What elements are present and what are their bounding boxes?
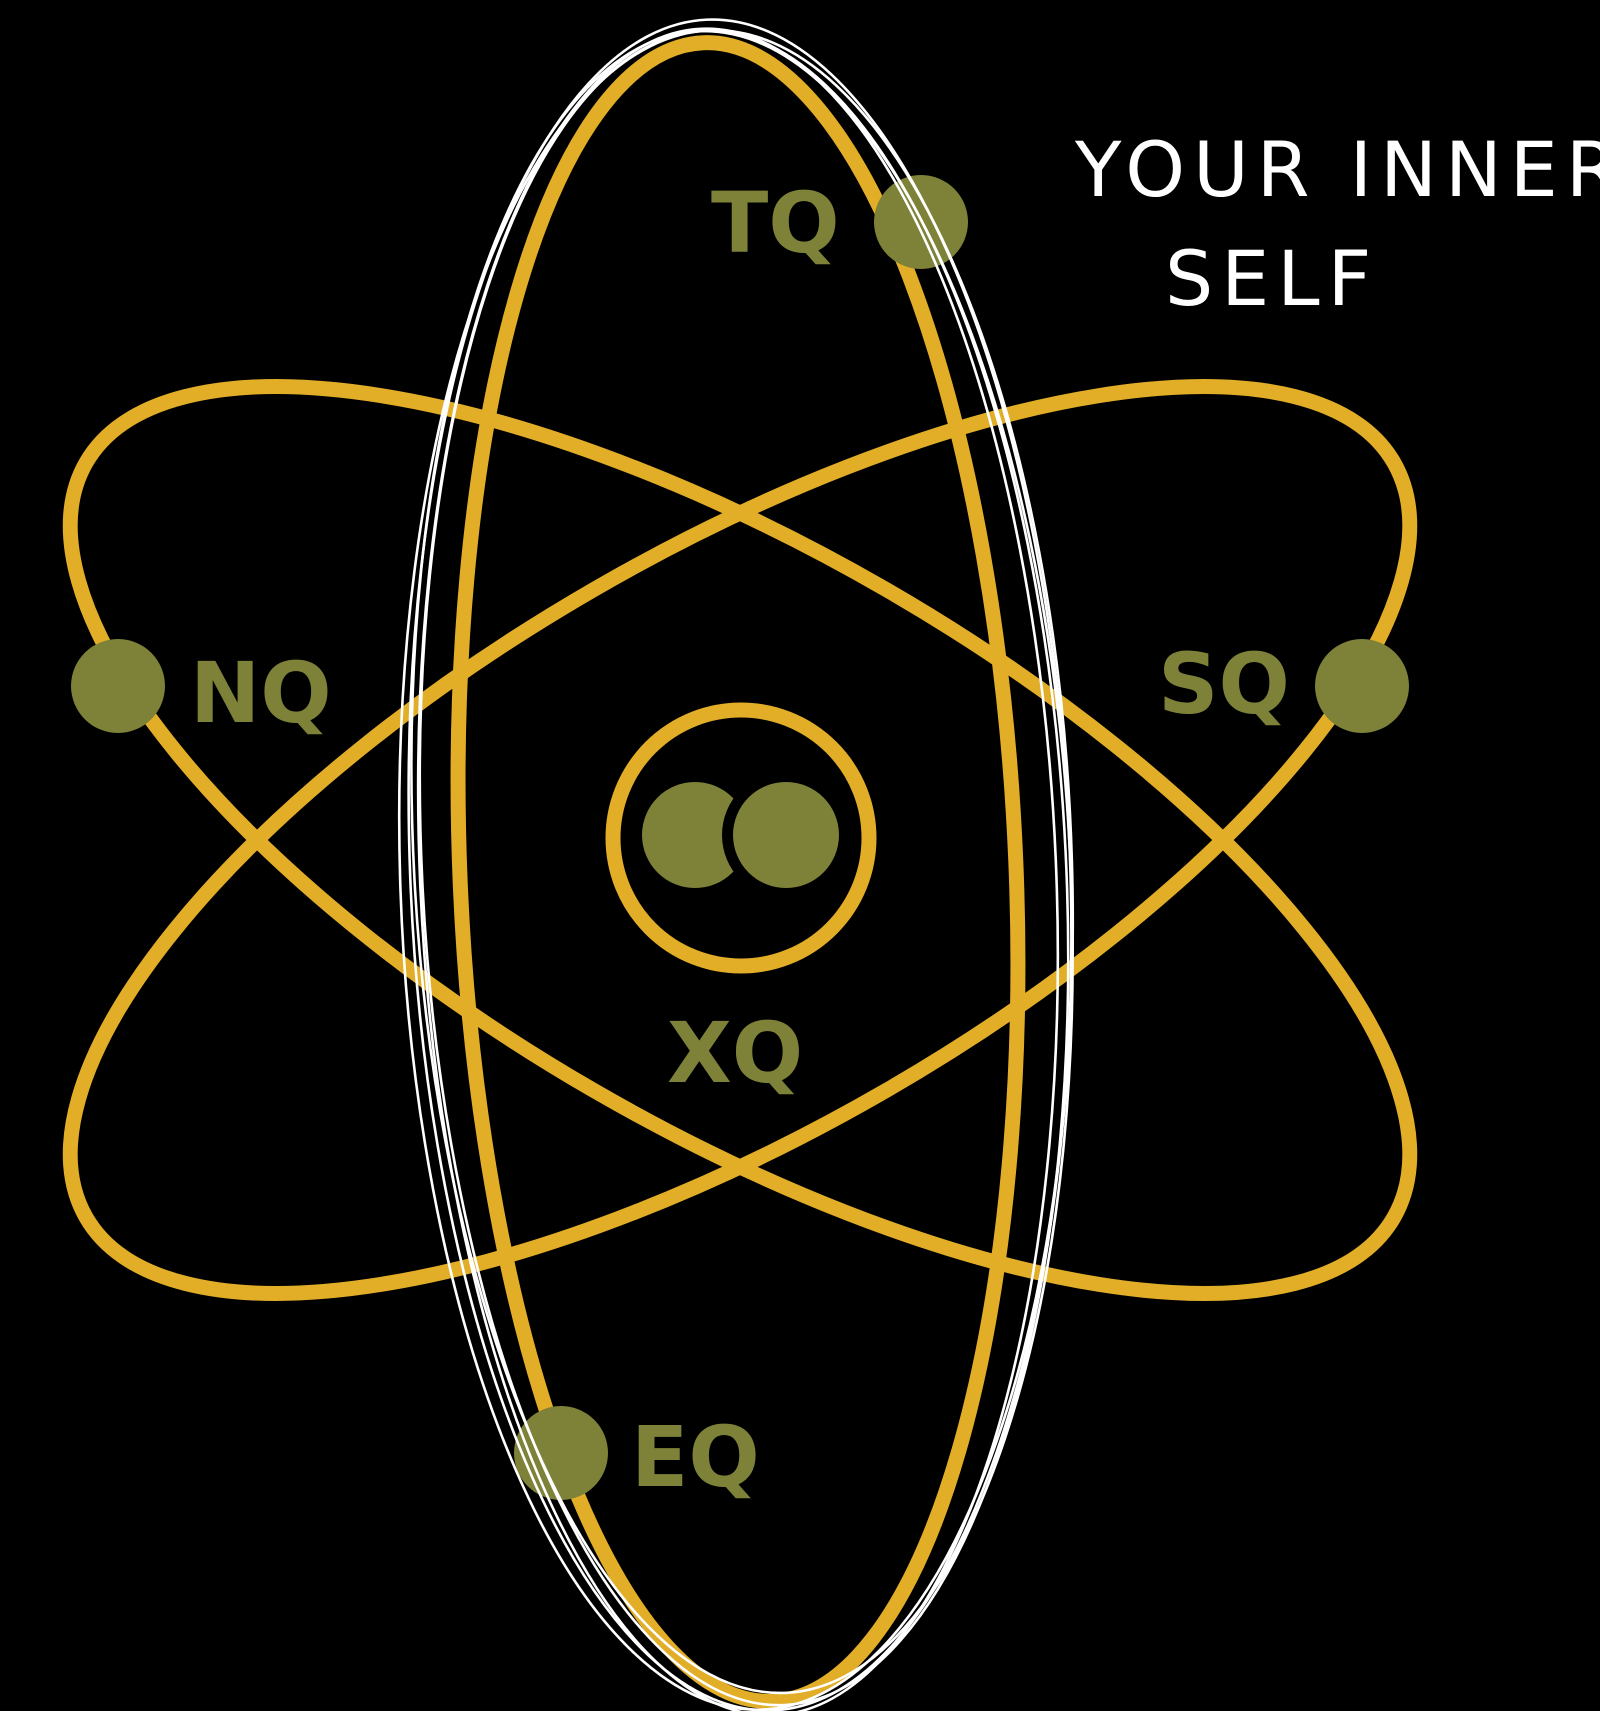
label-tq: TQ [711,174,840,272]
hand-drawn-loop [397,18,1075,1711]
nucleus-ring [605,702,877,974]
electron-sq [1315,639,1409,733]
annotation-line-2: SELF [1165,234,1379,323]
nucleus-particle-left [642,782,748,888]
annotation-line-1: YOUR INNER [1074,125,1600,214]
orbit-vertical [450,35,1026,1709]
nucleus-particle-right [733,782,839,888]
electron-nq [71,639,165,733]
label-xq: XQ [667,1004,803,1102]
orbit-tilted-down [62,379,1418,1301]
label-eq: EQ [631,1408,760,1506]
label-nq: NQ [190,644,332,742]
label-sq: SQ [1158,635,1290,733]
orbit-tilted-up [62,379,1418,1301]
